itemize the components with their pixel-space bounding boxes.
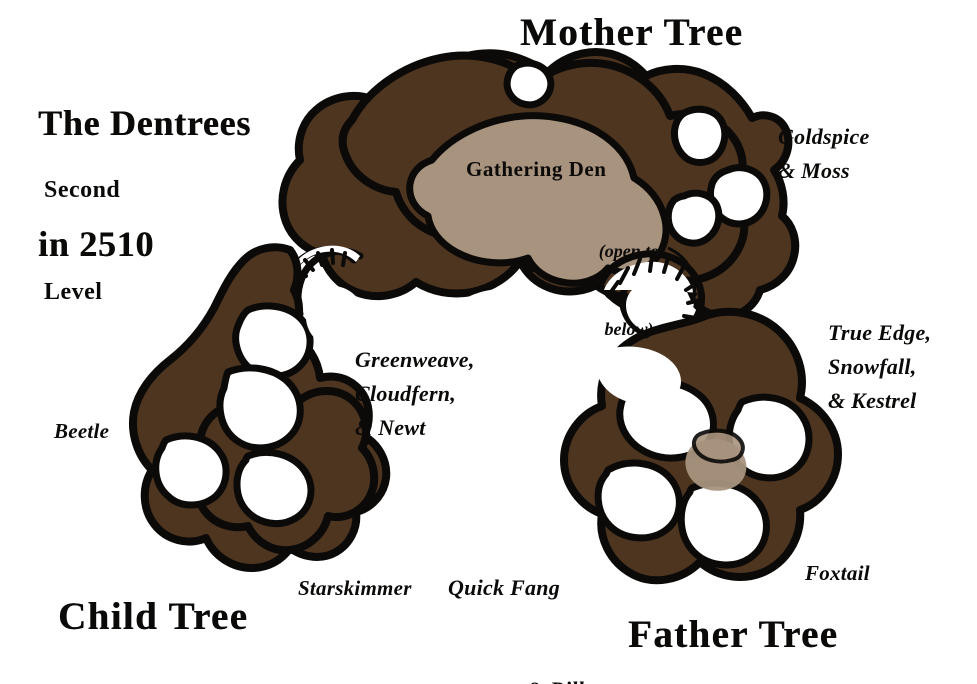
label-clan-foxtail: Foxtail	[805, 561, 870, 585]
label-child-tree: Child Tree	[58, 595, 249, 638]
map-title-line2: in 2510	[38, 223, 155, 264]
father-tree-central-den-upper	[691, 428, 745, 464]
label-gathering-den-note: (open to below)	[580, 186, 678, 395]
quick-fang-line1: Quick Fang	[448, 575, 561, 601]
child-tree-structure	[129, 243, 391, 572]
label-clan-goldspice-moss: Goldspice & Moss	[778, 124, 870, 184]
father-tree-void-south	[677, 479, 770, 569]
gathering-den-note-line1: (open to	[598, 241, 660, 262]
mother-tree-lower-bay-void	[463, 288, 573, 357]
gathering-den-note-line2: below)	[604, 319, 654, 340]
child-tree-void-center	[216, 364, 304, 452]
map-title: The Dentrees in 2510	[38, 22, 251, 345]
map-subtitle-line2: Level	[44, 279, 103, 306]
mother-tree-notch-void	[503, 59, 555, 109]
mother-tree-void-right-mid	[706, 164, 771, 228]
child-tree-void-left-lower	[152, 432, 230, 509]
quick-fang-line2: & Rill	[448, 673, 584, 684]
child-tree-void-lower-center	[233, 449, 315, 528]
label-clan-starskimmer: Starskimmer	[298, 576, 412, 600]
map-title-line1: The Dentrees	[38, 102, 251, 143]
label-clan-quick-fang-rill: Quick Fang & Rill	[448, 503, 584, 684]
father-tree-void-east	[725, 393, 813, 482]
father-tree-structure	[560, 307, 842, 585]
mother-tree-void-upper-right	[670, 105, 729, 166]
map-subtitle-line1: Second	[44, 177, 121, 204]
label-clan-beetle: Beetle	[54, 419, 110, 443]
label-gathering-den: Gathering Den	[466, 157, 607, 181]
spiral-stair-mother-inner-fill	[604, 261, 695, 335]
label-clan-true-edge-snowfall-kestrel: True Edge, Snowfall, & Kestrel	[828, 320, 932, 414]
label-clan-greenweave-cloudfern-newt: Greenweave, Cloudfern, & Newt	[355, 347, 475, 441]
father-tree-void-northwest-gap	[595, 346, 681, 405]
mother-tree-structure	[278, 48, 800, 357]
spiral-stair-mother-arrowhead	[687, 292, 698, 303]
map-subtitle: Second Level	[44, 105, 120, 378]
label-mother-tree: Mother Tree	[520, 11, 744, 54]
spiral-stair-child-fill	[283, 245, 360, 310]
spiral-stair-mother-rungs	[606, 254, 702, 320]
child-tree-void-upper-right	[305, 285, 365, 347]
mother-tree-void-right-lower	[664, 189, 723, 247]
father-tree-void-southwest	[594, 459, 683, 542]
label-father-tree: Father Tree	[628, 613, 839, 656]
